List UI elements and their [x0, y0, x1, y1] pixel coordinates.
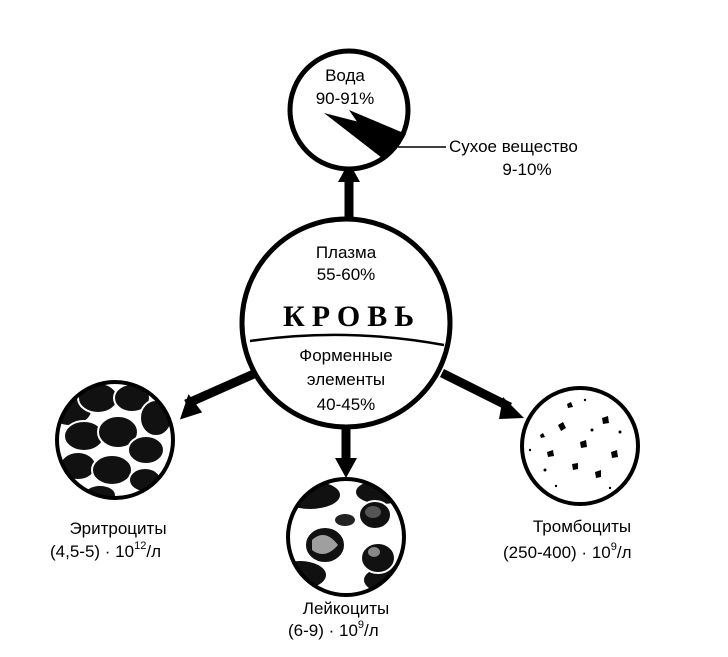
divider-line: [249, 333, 445, 347]
leukocytes-count-suffix: /л: [364, 621, 379, 640]
erythrocytes-count-suffix: /л: [146, 542, 161, 561]
blood-circle: Плазма 55-60% КРОВЬ Форменные элементы 4…: [239, 216, 453, 430]
blood-title: КРОВЬ: [283, 300, 421, 333]
leukocytes-label: Лейкоциты: [303, 599, 389, 618]
arrow-to-platelets: [439, 368, 513, 412]
arrow-head-water: [338, 162, 360, 182]
arrow-to-erythrocytes: [184, 368, 258, 409]
platelet-cells: [528, 398, 622, 490]
formed-elements-line1: Форменные: [299, 346, 392, 365]
leukocytes-count-prefix: (6-9) · 10: [288, 621, 358, 640]
arrow-head-platelets: [499, 397, 524, 419]
leukocytes-circle: Лейкоциты (6-9) · 109/л: [286, 477, 406, 640]
erythrocytes-count: (4,5-5) · 1012/л: [50, 540, 161, 561]
erythrocytes-count-exp: 12: [134, 540, 146, 552]
formed-elements-value: 40-45%: [317, 395, 376, 414]
water-value: 90-91%: [316, 89, 375, 108]
erythrocytes-label: Эритроциты: [69, 519, 166, 538]
platelets-count-exp: 9: [611, 541, 617, 553]
dry-matter-label: Сухое вещество: [449, 137, 578, 156]
dry-matter-wedge: [324, 113, 406, 158]
platelets-label: Тромбоциты: [533, 517, 631, 536]
platelets-circle: Тромбоциты (250-400) · 109/л: [503, 386, 640, 562]
plasma-value: 55-60%: [317, 265, 376, 284]
platelets-count-prefix: (250-400) · 10: [503, 543, 611, 562]
leukocytes-count-exp: 9: [358, 619, 364, 631]
plasma-label: Плазма: [316, 243, 377, 262]
water-label: Вода: [325, 66, 365, 85]
formed-elements-line2: элементы: [307, 370, 385, 389]
arrow-head-erythrocytes: [179, 394, 203, 420]
erythrocytes-circle: Эритроциты (4,5-5) · 1012/л: [50, 380, 175, 561]
water-circle: Вода 90-91% Сухое вещество 9-10%: [287, 48, 578, 179]
platelets-count-suffix: /л: [617, 543, 632, 562]
leukocytes-count: (6-9) · 109/л: [288, 619, 379, 640]
erythrocyte-cells: [58, 383, 172, 497]
dry-matter-value: 9-10%: [502, 160, 551, 179]
arrow-head-leukocytes: [335, 458, 357, 478]
erythrocytes-count-prefix: (4,5-5) · 10: [50, 542, 134, 561]
platelets-count: (250-400) · 109/л: [503, 541, 632, 562]
connector-arrows: [179, 162, 524, 478]
